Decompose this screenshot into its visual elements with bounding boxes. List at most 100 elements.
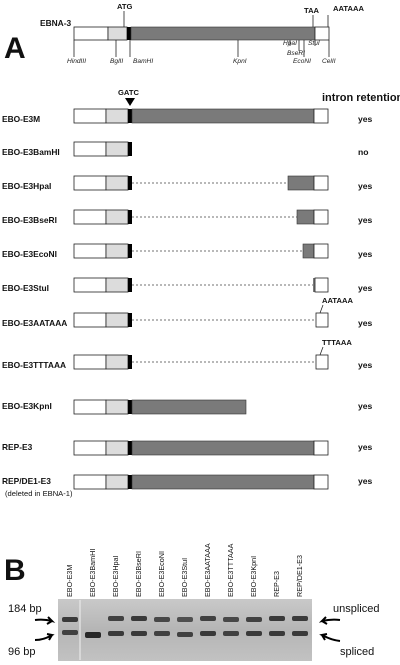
site-bseri: BseRI — [287, 50, 305, 57]
retention-value: yes — [358, 442, 373, 452]
construct-name: EBO-E3AATAAA — [2, 318, 67, 328]
retention-value: yes — [358, 181, 373, 191]
intron-gray — [105, 399, 129, 415]
map-intron-region — [107, 26, 128, 41]
coding-region — [296, 209, 315, 225]
site-bglii: BglII — [110, 58, 123, 65]
band-unspliced — [200, 616, 216, 621]
utr-box — [314, 277, 329, 293]
lane-label-6: EBO-E3StuI — [180, 558, 189, 597]
inset-sequence: TTTAAA — [322, 338, 352, 347]
arrow-left-icon — [318, 616, 341, 625]
band-unspliced — [131, 616, 147, 621]
bamhi-block — [128, 441, 132, 455]
band-spliced — [246, 631, 262, 636]
exon-white — [73, 108, 107, 124]
retention-value: no — [358, 147, 369, 157]
construct-name: EBO-E3BamHI — [2, 147, 60, 157]
band-spliced — [108, 631, 124, 636]
intron-gray — [105, 108, 129, 124]
bamhi-block — [128, 278, 132, 292]
gatc-label: GATC — [118, 88, 139, 97]
band-spliced — [292, 631, 308, 636]
construct-8: EBO-E3KpnI yes — [2, 399, 373, 415]
size-96bp: 96 bp — [8, 646, 36, 658]
taa-label: TAA — [304, 6, 320, 15]
band-spliced — [154, 631, 170, 636]
intron-gray — [105, 277, 129, 293]
bamhi-block — [128, 109, 132, 123]
aataaa-label: AATAAA — [333, 4, 364, 13]
exon-white — [73, 312, 107, 328]
band-unspliced — [62, 617, 78, 622]
lane-label-2: EBO-E3BamHI — [88, 549, 97, 597]
site-celii: CelII — [322, 58, 336, 65]
map-bamhi-block — [127, 27, 131, 40]
construct-6: EBO-E3AATAAA AATAAA yes — [2, 296, 373, 328]
intron-gray — [105, 474, 129, 490]
construct-name: EBO-E3KpnI — [2, 401, 52, 411]
intron-gray — [105, 312, 129, 328]
construct-10: REP/DE1-E3 (deleted in EBNA-1) yes — [2, 474, 373, 498]
construct-2: EBO-E3HpaI yes — [2, 175, 373, 191]
label-spliced: spliced — [340, 646, 374, 658]
coding-region — [131, 108, 315, 124]
lane-label-7: EBO-E3AATAAA — [203, 543, 212, 597]
construct-name: EBO-E3TTTAAA — [2, 360, 66, 370]
bamhi-block — [128, 142, 132, 156]
atg-label: ATG — [117, 2, 133, 11]
intron-gray — [105, 243, 129, 259]
ebna3-gene-map: EBNA-3 ATG TAA AATAAA HindIII BglII BamH… — [40, 2, 364, 65]
size-184bp: 184 bp — [8, 603, 42, 615]
lane-label-10: REP-E3 — [272, 571, 281, 597]
band-spliced — [269, 631, 285, 636]
intron-retention-header: intron retention — [322, 92, 400, 104]
arrow-right-icon — [34, 633, 55, 641]
map-coding-exon — [130, 26, 316, 41]
utr-box — [315, 312, 329, 328]
bamhi-block — [128, 210, 132, 224]
band-spliced — [62, 630, 78, 635]
construct-7: EBO-E3TTTAAA TTTAAA yes — [2, 338, 373, 370]
arrow-left-icon — [319, 633, 341, 642]
construct-name: EBO-E3BseRI — [2, 215, 57, 225]
band-spliced — [177, 632, 193, 637]
bamhi-block — [128, 475, 132, 489]
bamhi-block — [128, 176, 132, 190]
band-unspliced — [223, 617, 239, 622]
exon-white — [73, 175, 107, 191]
exon-white — [73, 474, 107, 490]
utr-box — [313, 243, 329, 259]
construct-name: EBO-E3M — [2, 114, 40, 124]
band-spliced — [223, 631, 239, 636]
coding-region — [313, 278, 315, 292]
lane-label-1: EBO-E3M — [65, 565, 74, 597]
lane-label-9: EBO-E3KpnI — [249, 556, 258, 597]
inset-sequence: AATAAA — [322, 296, 353, 305]
lane-label-5: EBO-E3EcoNI — [157, 551, 166, 597]
construct-name: REP/DE1-E3 — [2, 476, 51, 486]
coding-region — [131, 474, 315, 490]
gene-label: EBNA-3 — [40, 18, 72, 28]
coding-region — [287, 175, 315, 191]
retention-value: yes — [358, 476, 373, 486]
map-3prime-utr — [314, 26, 330, 41]
band-spliced — [85, 632, 101, 638]
intron-gray — [105, 209, 129, 225]
retention-value: yes — [358, 360, 373, 370]
utr-box — [315, 354, 329, 370]
label-unspliced: unspliced — [333, 603, 379, 615]
retention-value: yes — [358, 114, 373, 124]
coding-region — [131, 440, 315, 456]
intron-gray — [105, 141, 129, 157]
utr-box — [313, 440, 329, 456]
construct-5: EBO-E3StuI yes — [2, 277, 373, 293]
construct-3: EBO-E3BseRI yes — [2, 209, 373, 225]
band-unspliced — [246, 617, 262, 622]
inset-pointer — [319, 346, 324, 356]
map-5prime-exon — [73, 26, 109, 41]
band-spliced — [200, 631, 216, 636]
band-unspliced — [269, 616, 285, 621]
band-unspliced — [177, 617, 193, 622]
panel-b-letter: B — [4, 554, 26, 587]
